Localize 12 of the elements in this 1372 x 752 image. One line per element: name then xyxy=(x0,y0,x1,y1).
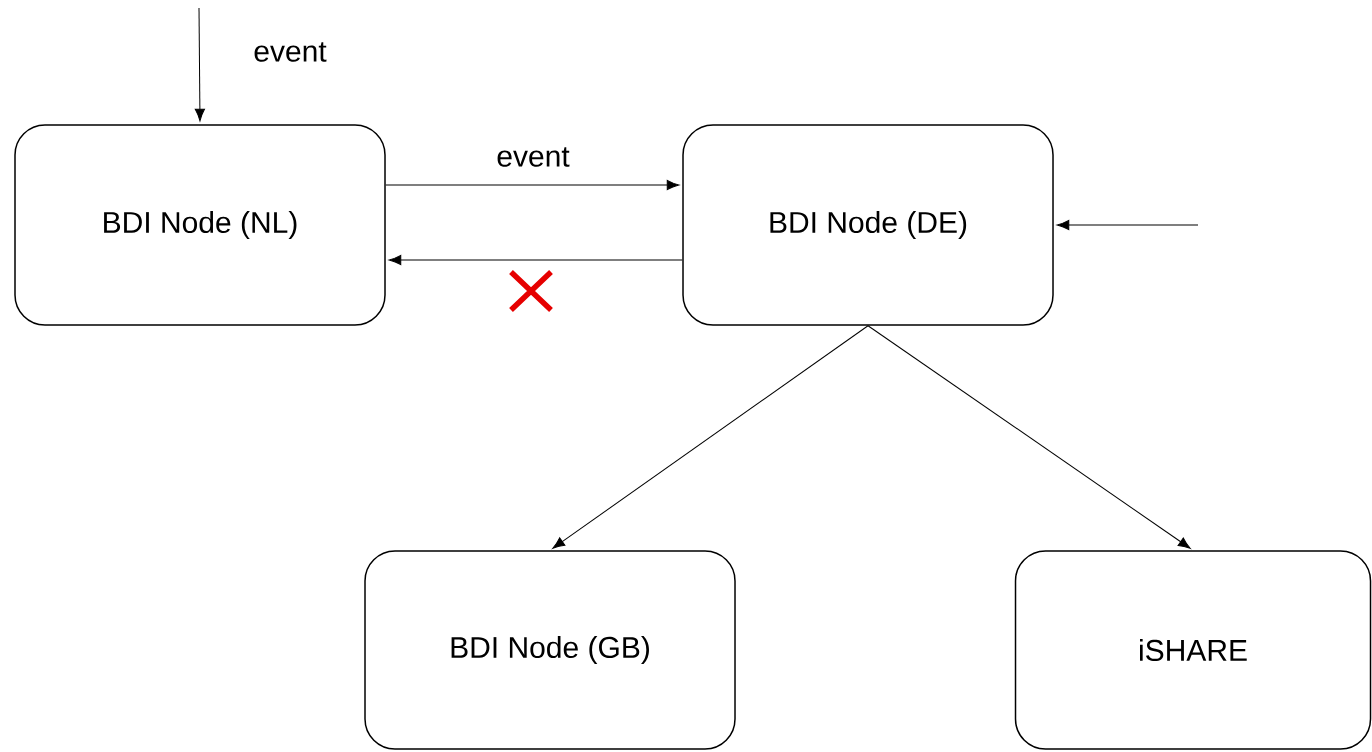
process-box: BDI Node (DE) xyxy=(682,124,1054,326)
arrow xyxy=(552,325,869,549)
arrow xyxy=(194,7,205,122)
process-box: iSHARE xyxy=(1014,550,1372,750)
process-box: BDI Node (GB) xyxy=(364,550,736,750)
process-box: BDI Node (NL) xyxy=(14,124,386,326)
arrow xyxy=(388,254,683,266)
arrow xyxy=(385,179,680,191)
edge-label: event xyxy=(251,40,329,64)
arrow xyxy=(867,325,1191,549)
arrow xyxy=(1056,219,1199,231)
edge-label: event xyxy=(494,145,572,169)
